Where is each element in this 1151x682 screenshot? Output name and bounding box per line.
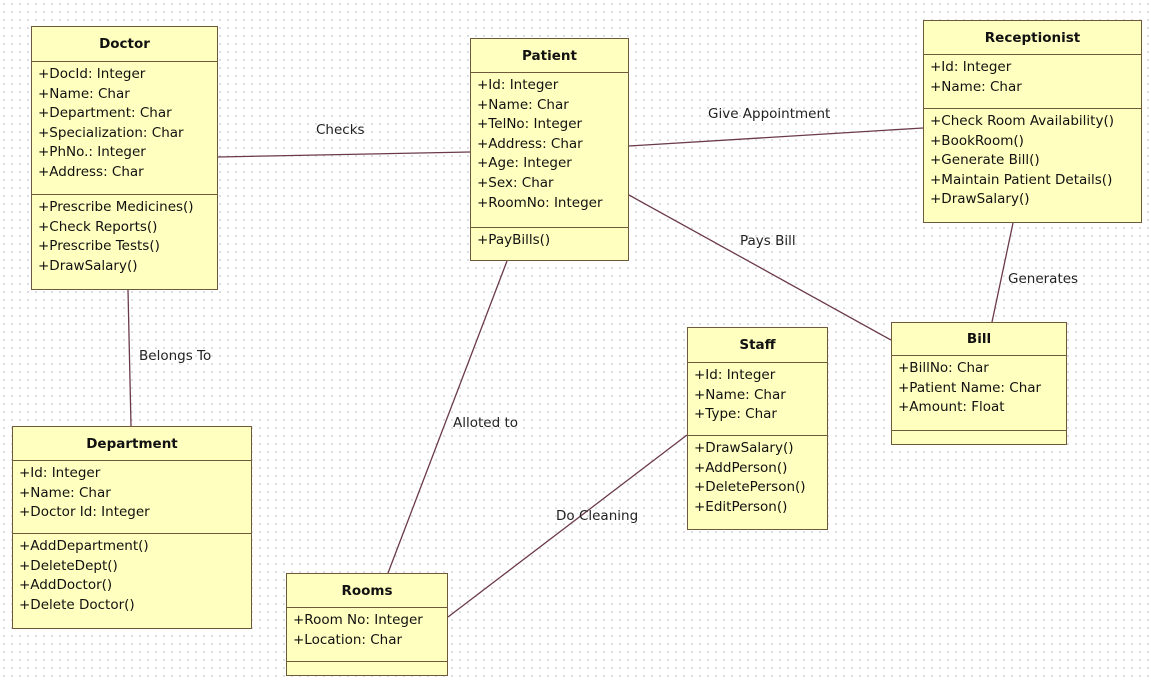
association-label-give-appointment: Give Appointment [708, 106, 831, 122]
operation: +EditPerson() [694, 498, 788, 515]
operation: +Check Reports() [38, 218, 158, 235]
attribute: +Name: Char [38, 85, 130, 102]
class-doctor[interactable]: Doctor +DocId: Integer +Name: Char +Departm… [31, 26, 218, 290]
operation: +Delete Doctor() [19, 596, 135, 613]
attributes-section: +BillNo: Char +Patient Name: Char +Amount:… [892, 356, 1066, 431]
operations-section: +AddDepartment() +DeleteDept() +AddDoctor(… [13, 534, 251, 615]
attribute: +Patient Name: Char [898, 379, 1042, 396]
class-patient[interactable]: Patient +Id: Integer +Name: Char +TelNo: In… [470, 38, 629, 261]
attributes-section: +Id: Integer +Name: Char +Doctor Id: Integ… [13, 461, 251, 534]
attribute: +TelNo: Integer [477, 116, 583, 133]
operation: +DrawSalary() [930, 191, 1030, 208]
class-bill[interactable]: Bill +BillNo: Char +Patient Name: Char +Amo… [891, 322, 1067, 445]
operations-section: +Check Room Availability() +BookRoom() +Ge… [924, 109, 1141, 210]
association-label-generates: Generates [1008, 271, 1079, 287]
attribute: +PhNo.: Integer [38, 144, 146, 161]
attribute: +Type: Char [694, 406, 777, 423]
attribute: +Specialization: Char [38, 124, 184, 141]
attribute: +RoomNo: Integer [477, 194, 603, 211]
attribute: +Name: Char [477, 96, 569, 113]
operations-section: +PayBills() [471, 228, 628, 251]
operation: +AddDepartment() [19, 538, 149, 554]
attribute: +Doctor Id: Integer [19, 504, 150, 521]
attribute: +Name: Char [19, 484, 111, 501]
association-label-do-cleaning: Do Cleaning [556, 508, 639, 524]
association-line-generates[interactable] [991, 222, 1014, 323]
operation: +DrawSalary() [38, 257, 138, 274]
attribute: +Department: Char [38, 105, 172, 122]
attribute: +Location: Char [293, 631, 403, 648]
operation: +Generate Bill() [930, 152, 1040, 169]
class-name: Doctor [32, 27, 217, 62]
association-label-alloted-to: Alloted to [453, 415, 519, 431]
association-line-give-appointment[interactable] [628, 127, 924, 147]
attribute: +Address: Char [477, 135, 583, 152]
attribute: +Age: Integer [477, 155, 572, 172]
operations-section [892, 431, 1066, 434]
association-line-alloted-to[interactable] [387, 260, 508, 574]
operation: +DeletePerson() [694, 479, 806, 496]
operation: +Check Room Availability() [930, 113, 1114, 129]
operations-section [287, 662, 447, 665]
attribute: +Sex: Char [477, 174, 554, 191]
attribute: +Id: Integer [694, 367, 776, 383]
operation: +Maintain Patient Details() [930, 171, 1113, 188]
association-line-checks[interactable] [217, 151, 471, 158]
association-line-pays-bill[interactable] [628, 194, 892, 341]
class-rooms[interactable]: Rooms +Room No: Integer +Location: Char [286, 573, 448, 676]
operation: +AddPerson() [694, 459, 788, 476]
class-staff[interactable]: Staff+Id: Integer+Name: Char+Type: Char+… [687, 327, 828, 530]
class-name: Patient [471, 39, 628, 73]
operation: +AddDoctor() [19, 577, 113, 594]
attribute: +BillNo: Char [898, 360, 989, 376]
operation: +Prescribe Tests() [38, 238, 160, 255]
attribute: +Room No: Integer [293, 612, 423, 628]
attribute: +Amount: Float [898, 399, 1005, 416]
association-label-checks: Checks [316, 122, 365, 138]
class-receptionist[interactable]: Receptionist +Id: Integer +Name: Char +Chec… [923, 20, 1142, 223]
class-name: Department [13, 427, 251, 461]
attribute: +Address: Char [38, 163, 144, 180]
attribute: +Name: Char [930, 78, 1022, 95]
attribute: +Id: Integer [19, 465, 101, 481]
association-line-belongs-to[interactable] [127, 289, 132, 427]
attributes-section: +Id: Integer +Name: Char +Type: Char [688, 363, 827, 436]
attributes-section: +DocId: Integer +Name: Char +Department: C… [32, 62, 217, 195]
operation: +BookRoom() [930, 132, 1024, 149]
class-name: Staff [688, 328, 827, 363]
attribute: +Name: Char [694, 386, 786, 403]
class-name: Bill [892, 323, 1066, 356]
attribute: +Id: Integer [930, 59, 1012, 75]
operations-section: +Prescribe Medicines() +Check Reports() +P… [32, 195, 217, 276]
operation: +PayBills() [477, 232, 551, 248]
operations-section: +DrawSalary() +AddPerson() +DeletePerson()… [688, 436, 827, 517]
attributes-section: +Room No: Integer +Location: Char [287, 608, 447, 662]
attributes-section: +Id: Integer +Name: Char [924, 55, 1141, 109]
operation: +DrawSalary() [694, 440, 794, 456]
association-label-belongs-to: Belongs To [139, 348, 212, 364]
class-name: Rooms [287, 574, 447, 608]
class-name: Receptionist [924, 21, 1141, 55]
attribute: +DocId: Integer [38, 66, 146, 82]
attribute: +Id: Integer [477, 77, 559, 93]
association-line-do-cleaning[interactable] [447, 434, 688, 618]
attributes-section: +Id: Integer +Name: Char +TelNo: Integer +A… [471, 73, 628, 228]
operation: +DeleteDept() [19, 557, 118, 574]
operation: +Prescribe Medicines() [38, 199, 194, 215]
association-label-pays-bill: Pays Bill [740, 233, 796, 249]
class-department[interactable]: Department +Id: Integer +Name: Char +Doctor… [12, 426, 252, 629]
